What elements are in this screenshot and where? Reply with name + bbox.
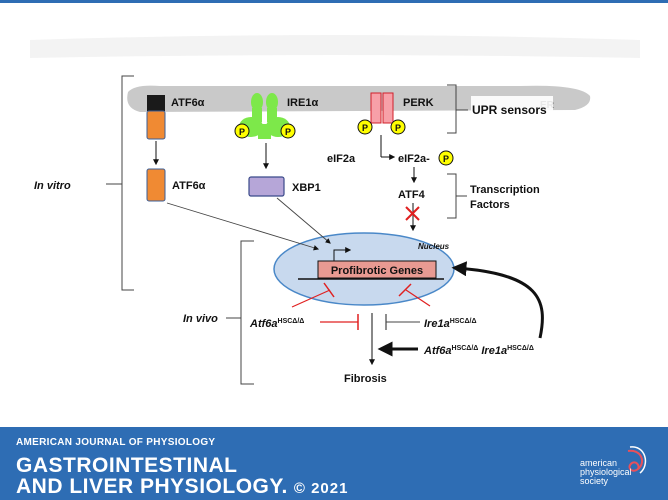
- perk-label: PERK: [403, 97, 434, 109]
- ire1-phospho-right: P: [280, 123, 296, 139]
- tf-bracket: [447, 173, 457, 219]
- atf6a-ko-label: Atf6aHSCΔ/Δ: [249, 318, 304, 330]
- ire1a-ko-inhibition: [398, 283, 431, 307]
- ire1a-ko-label: Ire1aHSCΔ/Δ: [424, 318, 477, 330]
- eif2a-label: eIF2a: [327, 153, 356, 165]
- svg-text:P: P: [362, 123, 368, 133]
- journal-name-line1: GASTROINTESTINAL: [16, 454, 238, 477]
- ire1-phospho-left: P: [234, 123, 250, 139]
- fibrosis-label: Fibrosis: [344, 373, 387, 385]
- upr-sensors-bracket: [447, 84, 457, 134]
- society-line-2: physiological: [580, 467, 632, 477]
- top-rule: [0, 0, 668, 3]
- svg-text:P: P: [239, 127, 245, 137]
- double-ko-label: Atf6aHSCΔ/Δ Ire1aHSCΔ/Δ: [423, 345, 534, 357]
- xbp1-box: [248, 176, 285, 197]
- ire1a-ko-sup: HSCΔ/Δ: [450, 318, 477, 325]
- eif2a-p-label: eIF2a-: [398, 153, 430, 165]
- society-line-1: american: [580, 458, 618, 468]
- in-vitro-label: In vitro: [34, 180, 71, 192]
- in-vivo-label: In vivo: [183, 313, 218, 325]
- journal-line: AMERICAN JOURNAL OF PHYSIOLOGY: [16, 437, 216, 448]
- atf4-label: ATF4: [398, 189, 426, 201]
- society-logo: american physiological society: [580, 443, 650, 493]
- upr-label-bg: [471, 96, 553, 114]
- perk-left: [370, 92, 382, 124]
- eif2a-phospho: P: [438, 150, 454, 166]
- tf-label-line1: Transcription: [470, 184, 540, 196]
- svg-text:P: P: [443, 154, 449, 164]
- ire1-label: IRE1α: [287, 97, 318, 109]
- profibrotic-genes-label: Profibrotic Genes: [331, 265, 423, 277]
- atf6-to-nucleus-arrow: [166, 202, 320, 251]
- atf6-mid-label: ATF6α: [172, 180, 206, 192]
- perk-phospho-right: P: [390, 119, 406, 135]
- figure: ER In vitro In vivo UPR sensors Transcri…: [30, 35, 640, 385]
- atf6a-ko-sup: HSCΔ/Δ: [278, 318, 305, 325]
- perk-right: [382, 92, 394, 124]
- in-vitro-bracket: [121, 75, 134, 291]
- transcription-start-arrow: [333, 247, 352, 262]
- journal-name-line2-text: AND LIVER PHYSIOLOGY.: [16, 475, 288, 498]
- top-fade-band: [30, 35, 640, 58]
- svg-text:P: P: [395, 123, 401, 133]
- journal-name-line2: AND LIVER PHYSIOLOGY. © 2021: [16, 475, 348, 499]
- journal-footer: AMERICAN JOURNAL OF PHYSIOLOGY GASTROINT…: [0, 427, 668, 500]
- atf6a-ko-inhibition: [291, 282, 335, 308]
- in-vivo-bracket: [240, 240, 254, 385]
- atf4-block-x: [405, 206, 420, 221]
- double-ko-to-genes-arrow: [451, 261, 544, 339]
- copyright: © 2021: [293, 480, 349, 497]
- atf6-top-label: ATF6α: [171, 97, 205, 109]
- tf-label-line2: Factors: [470, 199, 510, 211]
- atf6-cleaved: [146, 168, 166, 202]
- nucleus-label: Nucleus: [418, 242, 450, 251]
- society-logo-icon: [627, 446, 647, 474]
- atf6-membrane-domain: [147, 95, 165, 111]
- society-line-3: society: [580, 476, 609, 486]
- profibrotic-genes-box: [317, 260, 437, 279]
- atf6-cytosolic-domain: [146, 110, 166, 140]
- xbp1-label: XBP1: [292, 182, 321, 194]
- svg-text:P: P: [285, 127, 291, 137]
- society-text: american physiological society: [580, 459, 632, 486]
- xbp1-to-nucleus-arrow: [276, 197, 331, 244]
- perk-phospho-left: P: [357, 119, 373, 135]
- upr-sensors-label: UPR sensors: [472, 103, 547, 117]
